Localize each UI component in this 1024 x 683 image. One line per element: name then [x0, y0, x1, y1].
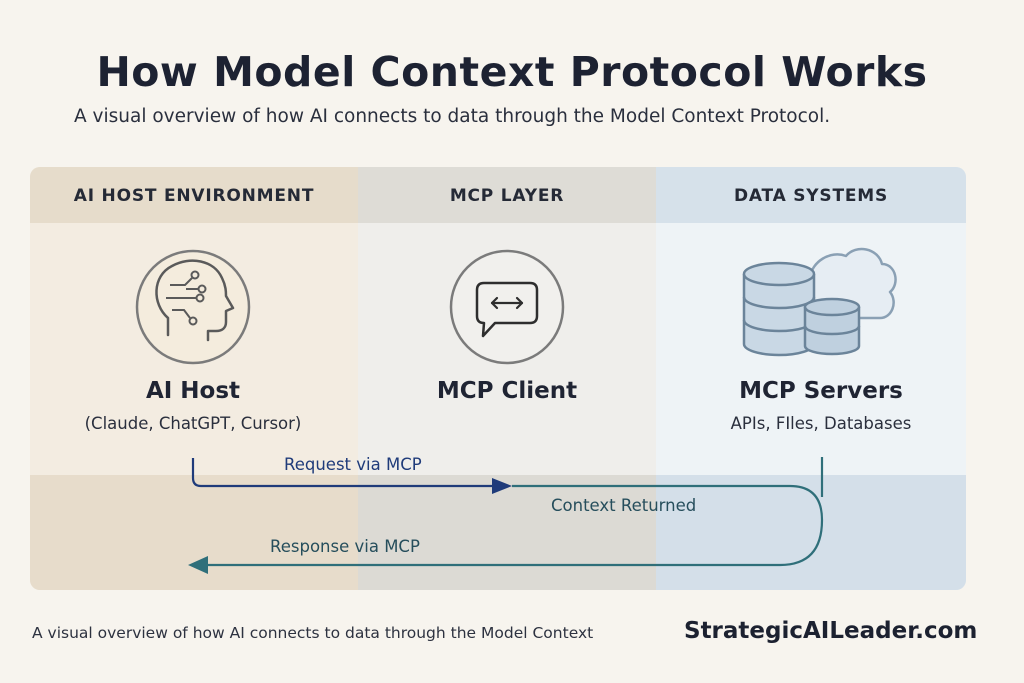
column-ai-host-environment [30, 167, 358, 590]
brand-link[interactable]: StrategicAILeader.com [684, 618, 978, 644]
request-arrow [191, 458, 512, 494]
chat-bubble-arrows-icon [449, 249, 565, 365]
mcp-client-label: MCP Client [436, 378, 578, 404]
column-data-systems [656, 167, 966, 590]
ai-host-label: AI Host [145, 378, 241, 404]
request-label: Request via MCP [284, 455, 422, 474]
response-arrow [188, 457, 824, 574]
column-title-data-systems: DATA SYSTEMS [733, 186, 889, 206]
brain-head-icon [135, 249, 251, 365]
column-title-ai-host: AI HOST ENVIRONMENT [73, 186, 315, 206]
footer-caption: A visual overview of how AI connects to … [32, 624, 594, 642]
database-cloud-icon [742, 247, 897, 357]
mcp-servers-label: MCP Servers [739, 378, 903, 404]
response-label: Response via MCP [270, 537, 420, 556]
page-title: How Model Context Protocol Works [96, 48, 928, 96]
column-title-mcp-layer: MCP LAYER [449, 186, 565, 206]
diagram-panel [30, 167, 966, 590]
page-subtitle: A visual overview of how AI connects to … [74, 106, 831, 127]
ai-host-examples: (Claude, ChatGPT, Cursor) [84, 414, 302, 433]
mcp-servers-examples: APIs, FIles, Databases [730, 414, 912, 433]
context-returned-label: Context Returned [551, 496, 697, 515]
